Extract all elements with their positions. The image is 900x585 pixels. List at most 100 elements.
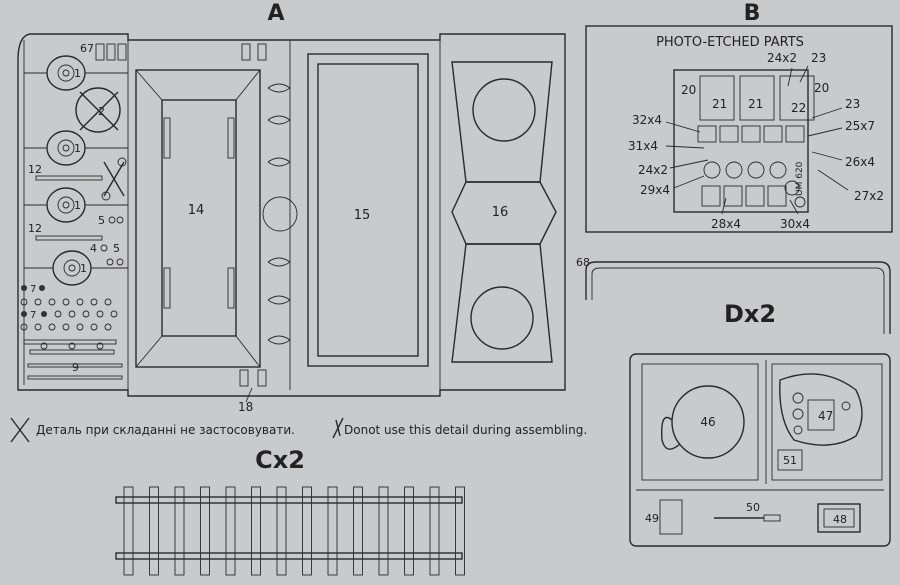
part-label-68: 68 [576,256,590,269]
track-tie [149,486,159,576]
track-ties [123,486,465,576]
part-label-47: 47 [818,409,833,423]
part-label-50: 50 [746,501,760,514]
part-label-28x4: 28x4 [711,217,741,231]
track-tie [276,486,287,576]
etch-mark: UM 620 [795,161,805,196]
part-1-wheel [24,55,128,91]
part-label-5: 5 [98,214,105,227]
part-12-rod [35,235,103,241]
part-linkage [101,157,127,201]
part-label-12: 12 [28,163,42,176]
part-label-29x4: 29x4 [640,183,670,197]
sprue-d: 68 Dx2 46 47 51 49 50 48 [576,256,891,547]
track-tie [302,486,312,576]
part-2-crossed-out [75,87,121,133]
sprue-a-frame [17,33,566,397]
track-tie [200,486,210,576]
part-49-plate [659,499,683,535]
note-english: Donot use this detail during assembling. [344,423,587,437]
track-tie [404,486,414,576]
sprue-b-heading: B [744,1,761,26]
assembly-note: Деталь при складанні не застосовувати. D… [10,417,587,443]
do-not-use-slash-icon [332,417,344,439]
sprue-a-heading: A [267,1,284,26]
track-tie [429,486,440,576]
part-14-floor [135,69,261,368]
part-label-1: 1 [80,262,87,275]
part-7-bolts [21,285,45,291]
part-label-5: 5 [113,242,120,255]
part-label-7: 7 [30,310,36,321]
part-68-handrail [591,267,885,334]
part-label-26x4: 26x4 [845,155,875,169]
part-label-15: 15 [354,208,371,223]
part-label-49: 49 [645,512,659,525]
part-1-wheel [24,130,128,166]
part-label-51: 51 [783,454,797,467]
sprue-b: B PHOTO-ETCHED PARTS UM 620 20 21 21 [585,1,893,233]
part-label-23: 23 [845,97,860,111]
part-50-rod [763,514,781,522]
part-16-ends [451,61,557,363]
part-label-25x7: 25x7 [845,119,875,133]
track-tie [225,486,236,576]
part-label-12: 12 [28,222,42,235]
track-tie [123,486,134,576]
part-label-1: 1 [74,199,81,212]
part-label-1: 1 [74,67,81,80]
part-label-1: 1 [74,142,81,155]
part-18-clips [239,369,267,403]
part-label-22: 22 [791,101,806,115]
part-48-plate [823,508,855,528]
part-9-rod [27,363,123,368]
part-47-firebox [779,373,863,446]
part-label-48: 48 [833,513,847,526]
part-1-wheel [24,187,128,223]
part-4-clip [100,244,124,266]
part-label-27x2: 27x2 [854,189,884,203]
part-label-21: 21 [748,97,763,111]
part-label-21: 21 [712,97,727,111]
part-15-roof [307,53,429,367]
part-48-plate [817,503,861,533]
part-label-16: 16 [492,205,509,220]
sprue-b-frame [585,25,893,233]
sprue-gates [241,43,298,345]
note-ukrainian: Деталь при складанні не застосовувати. [36,423,295,437]
do-not-use-cross-icon [10,417,30,443]
part-label-4: 4 [90,242,97,255]
part-rods [23,339,117,355]
part-label-32x4: 32x4 [632,113,662,127]
part-label-30x4: 30x4 [780,217,810,231]
sprue-a: A 67 1 2 1 12 [17,1,566,414]
part-label-9: 9 [72,361,79,374]
part-5-clip [108,216,124,224]
sprue-d-frame [629,353,891,547]
sprue-c-heading: Cx2 [255,446,305,474]
part-label-67: 67 [80,42,94,55]
sprue-d-cell [641,363,759,481]
track-tie [353,486,363,576]
track-tie [378,486,389,576]
part-1-wheel [24,250,128,286]
part-9-rod [27,375,123,380]
part-51-box [777,449,803,471]
part-label-7: 7 [30,284,36,295]
part-label-20: 20 [814,81,829,95]
track-tie [455,486,465,576]
part-label-46: 46 [700,415,715,429]
part-46-boiler-end [661,385,745,459]
track-tie [174,486,185,576]
small-parts-grid [20,298,118,331]
track-tie [327,486,338,576]
part-label-31x4: 31x4 [628,139,658,153]
part-67-clips [95,43,127,61]
photo-etched-title: PHOTO-ETCHED PARTS [656,35,804,50]
etch-fret [673,69,815,213]
part-68-handrail [585,261,891,334]
part-label-2: 2 [98,105,105,118]
part-label-18: 18 [238,400,253,414]
part-label-24x2: 24x2 [767,51,797,65]
